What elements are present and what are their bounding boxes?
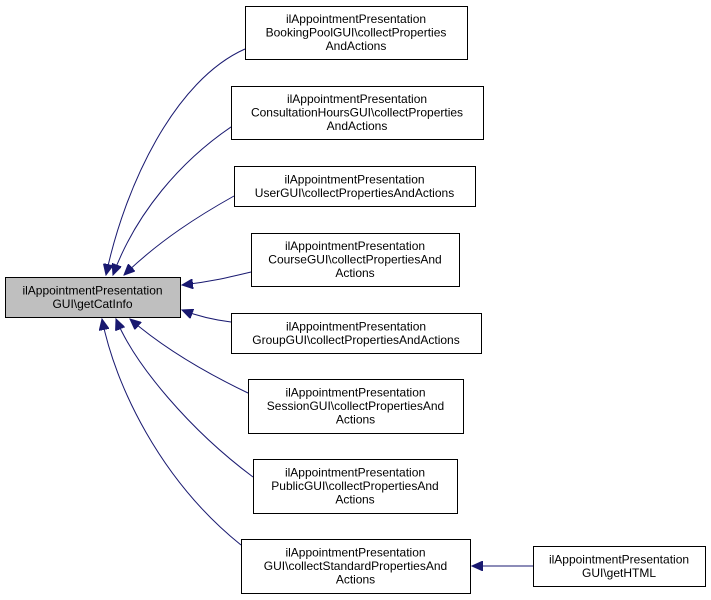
edge-public-to-focus [116,319,254,478]
edge-user-to-focus [124,195,235,275]
node-label-line: UserGUI\collectPropertiesAndActions [255,186,454,200]
node-box [5,277,181,318]
node-label-line: Actions [336,413,375,427]
node-group[interactable]: ilAppointmentPresentationGroupGUI\collec… [231,313,482,354]
node-label-line: ilAppointmentPresentation [286,319,426,333]
node-box [231,86,484,140]
node-label-line: ConsultationHoursGUI\collectProperties [251,106,463,120]
node-label-line: CourseGUI\collectPropertiesAnd [268,253,441,267]
node-booking[interactable]: ilAppointmentPresentationBookingPoolGUI\… [245,6,468,60]
node-box [253,459,458,514]
node-label-line: ilAppointmentPresentation [285,546,425,560]
node-label-line: AndActions [326,39,387,53]
edge-consultation-to-focus [113,122,238,275]
node-label-line: ilAppointmentPresentation [284,172,424,186]
node-label-line: Actions [335,266,374,280]
node-box [251,233,460,287]
node-user[interactable]: ilAppointmentPresentationUserGUI\collect… [234,166,476,207]
node-box [231,313,482,354]
node-label-line: ilAppointmentPresentation [22,283,162,297]
node-public[interactable]: ilAppointmentPresentationPublicGUI\colle… [253,459,458,514]
node-label-line: ilAppointmentPresentation [287,92,427,106]
nodes-layer: ilAppointmentPresentationGUI\getCatInfoi… [5,6,706,594]
node-label-line: GUI\collectStandardPropertiesAnd [264,559,447,573]
node-label-line: GroupGUI\collectPropertiesAndActions [252,333,459,347]
node-label-line: ilAppointmentPresentation [285,466,425,480]
node-label-line: AndActions [327,119,388,133]
node-label-line: ilAppointmentPresentation [549,552,689,566]
node-label-line: GUI\getCatInfo [52,297,132,311]
node-box [241,539,471,594]
edge-group-to-focus [182,310,232,323]
node-box [248,379,464,434]
node-consultation[interactable]: ilAppointmentPresentationConsultationHou… [231,86,484,140]
node-label-line: GUI\getHTML [582,566,656,580]
edges-layer [102,48,534,566]
node-standard[interactable]: ilAppointmentPresentationGUI\collectStan… [241,539,471,594]
node-box [234,166,476,207]
node-label-line: Actions [335,493,374,507]
node-box [533,546,706,587]
edge-booking-to-focus [106,48,246,275]
node-label-line: SessionGUI\collectPropertiesAnd [267,399,444,413]
node-label-line: Actions [336,573,375,587]
edge-standard-to-focus [102,319,242,546]
edge-course-to-focus [182,271,252,285]
node-label-line: ilAppointmentPresentation [285,239,425,253]
node-label-line: ilAppointmentPresentation [286,12,426,26]
node-label-line: ilAppointmentPresentation [285,386,425,400]
edge-session-to-focus [130,319,249,394]
node-label-line: BookingPoolGUI\collectProperties [266,26,447,40]
node-session[interactable]: ilAppointmentPresentationSessionGUI\coll… [248,379,464,434]
node-label-line: PublicGUI\collectPropertiesAnd [271,479,438,493]
node-box [245,6,468,60]
node-course[interactable]: ilAppointmentPresentationCourseGUI\colle… [251,233,460,287]
